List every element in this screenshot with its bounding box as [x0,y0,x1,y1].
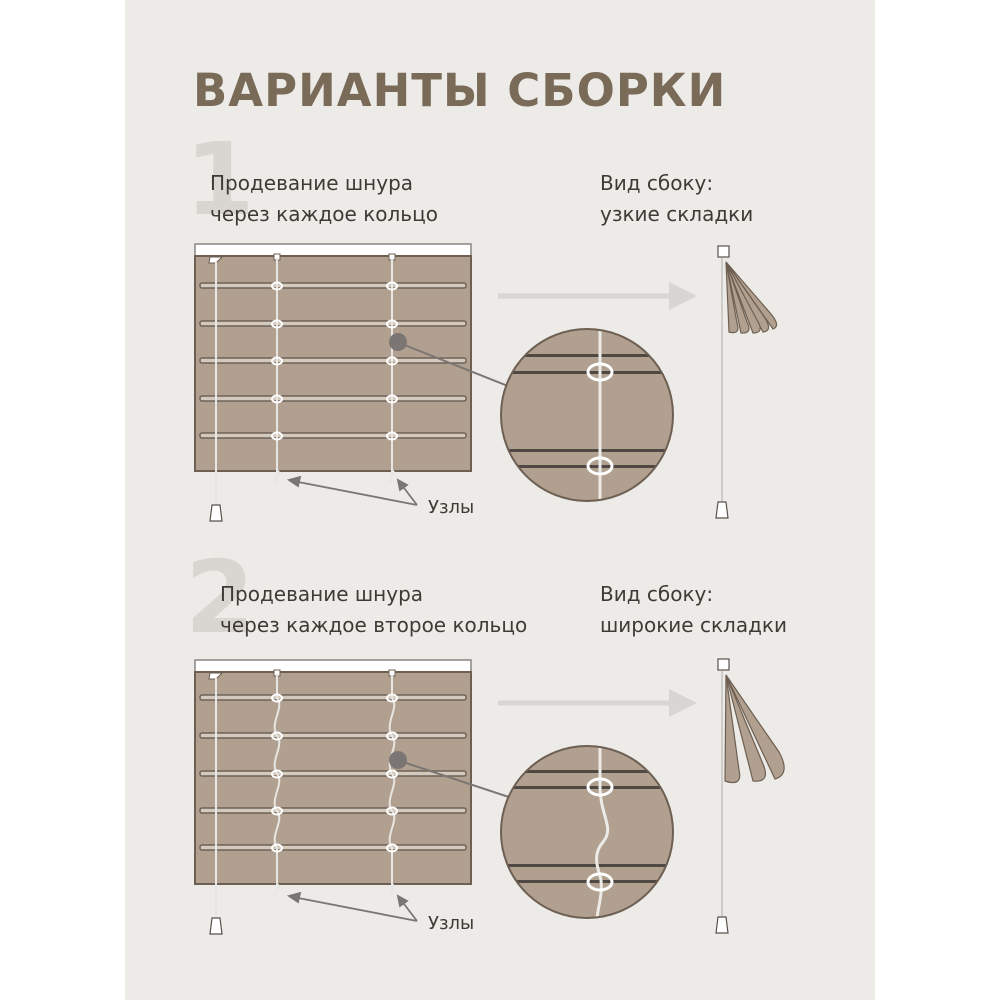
variant-2-direction-arrow [498,689,697,717]
variant-1-rings [271,281,398,441]
variant-2-zoom-pointer [389,751,519,801]
assembly-illustration [194,243,785,935]
variant-1-description-line1: Продевание шнура [210,171,414,195]
variant-2-side-view-caption: Вид сбоку: широкие складки [600,579,787,641]
variant-1-side-view [715,245,778,519]
variant-1-description: Продевание шнура через каждое кольцо [210,168,438,230]
variant-1-knots-label: Узлы [428,497,475,518]
variant-1-zoom-pointer [389,333,519,391]
variant-2-knot-pointers [286,891,418,922]
variant-1-cords [215,258,393,505]
variant-1-cord-weight-side [715,501,729,519]
variant-2-side-view-line1: Вид сбоку: [600,582,714,606]
assembly-options-card: ВАРИАНТЫ СБОРКИ 1 Продевание шнура через… [125,0,875,1000]
variant-2-side-view [715,658,785,934]
variant-1-description-line2: через каждое кольцо [210,202,438,226]
variant-1-knot-left [274,469,280,483]
variant-2-slats [199,694,467,851]
variant-2-rings [271,693,398,853]
variant-1-knot-right [389,469,395,483]
variant-1-zoom-detail [500,328,674,502]
variant-2-knots-label: Узлы [428,913,475,934]
variant-2-blind-front-view [194,659,472,935]
variant-1-side-view-caption: Вид сбоку: узкие складки [600,168,753,230]
variant-1-slats [199,282,467,439]
variant-2-side-view-line2: широкие складки [600,613,787,637]
variant-2-knot-right [389,883,395,897]
variant-1-knot-pointers [286,475,418,506]
variant-2-cord-weight-side [715,916,729,934]
variant-2-number: 2 [185,539,255,656]
page-title: ВАРИАНТЫ СБОРКИ [193,64,727,117]
variant-2-knot-left [274,883,280,897]
variant-2-cords [215,674,396,920]
variant-2-description-line2: через каждое второе кольцо [220,613,528,637]
variant-2-zoom-detail [500,745,674,919]
variant-1-side-view-line1: Вид сбоку: [600,171,714,195]
variant-2-description: Продевание шнура через каждое второе кол… [220,579,527,641]
variant-1-blind-front-view [194,243,472,522]
variant-1-direction-arrow [498,282,697,310]
variant-1-side-view-line2: узкие складки [600,202,754,226]
variant-2-cord-weight [209,917,223,935]
variant-1-number: 1 [185,121,255,238]
variant-2-description-line1: Продевание шнура [220,582,424,606]
variant-1-cord-weight [209,504,223,522]
